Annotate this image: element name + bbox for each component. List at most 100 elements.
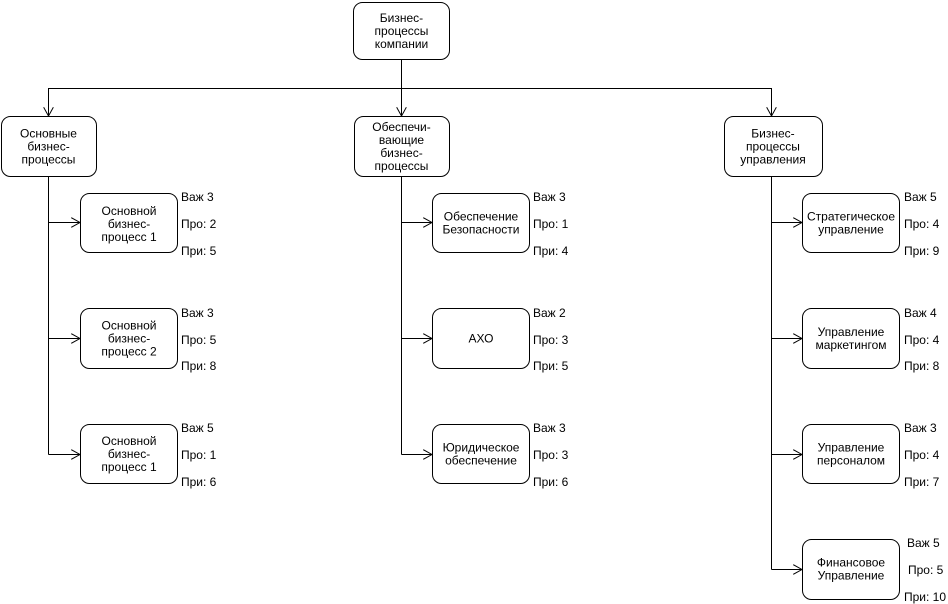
problem-label: Про: 3 [533, 448, 569, 462]
priority-label: При: 4 [533, 244, 569, 258]
importance-label: Важ 4 [904, 306, 937, 320]
importance-label: Важ 3 [181, 190, 214, 204]
node-label-line: бизнес- [108, 447, 150, 461]
group-1-connectors [48, 177, 81, 455]
priority-label: При: 10 [904, 590, 946, 604]
importance-label: Важ 3 [904, 421, 937, 435]
priority-label: При: 8 [181, 359, 217, 373]
node-label-line: Управление [818, 325, 885, 339]
priority-label: При: 8 [904, 359, 940, 373]
node-label-line: Управление [818, 441, 885, 455]
node-label-line: бизнес- [108, 332, 150, 346]
process-node[interactable]: АХО [432, 308, 530, 369]
node-label-line: управления [740, 153, 805, 167]
importance-label: Важ 5 [181, 421, 214, 435]
node-label-line: Обеспечи- [372, 120, 430, 134]
importance-label: Важ 3 [181, 306, 214, 320]
group-2-connectors [401, 177, 433, 455]
node-label-line: Основной [101, 434, 156, 448]
node-label-line: бизнес- [27, 140, 69, 154]
importance-label: Важ 5 [904, 190, 937, 204]
problem-label: Про: 3 [533, 333, 569, 347]
node-label-line: вающие [379, 133, 424, 147]
node-label-line: Финансовое [817, 556, 885, 570]
priority-label: При: 6 [533, 475, 569, 489]
node-label-line: процесс 2 [101, 345, 157, 359]
group-3-connectors [771, 177, 803, 570]
node-label-line: управление [818, 223, 884, 237]
node-label-line: Управление [818, 569, 885, 583]
node-label-line: бизнес- [380, 146, 422, 160]
node-label-line: компании [375, 37, 429, 51]
node-label-line: Безопасности [443, 223, 520, 237]
node-label-line: процессы [375, 159, 429, 173]
node-label-line: Юридическое [443, 441, 520, 455]
node-label-line: процесс 1 [101, 460, 157, 474]
problem-label: Про: 1 [181, 448, 217, 462]
node-label-line: процесс 1 [101, 230, 157, 244]
problem-label: Про: 4 [904, 217, 940, 231]
node-label-line: Основные [20, 127, 77, 141]
problem-label: Про: 2 [181, 217, 217, 231]
node-label-line: Обеспечение [444, 210, 519, 224]
problem-label: Про: 4 [904, 448, 940, 462]
priority-label: При: 6 [181, 475, 217, 489]
priority-label: При: 9 [904, 244, 940, 258]
node-label-line: персоналом [817, 454, 885, 468]
node-label-line: Бизнес- [751, 127, 794, 141]
node-label-line: маркетингом [815, 338, 886, 352]
importance-label: Важ 3 [533, 421, 566, 435]
problem-label: Про: 1 [533, 217, 569, 231]
priority-label: При: 5 [533, 359, 569, 373]
priority-label: При: 7 [904, 475, 940, 489]
node-label-line: бизнес- [108, 217, 150, 231]
problem-label: Про: 5 [908, 563, 944, 577]
importance-label: Важ 2 [533, 306, 566, 320]
node-label-line: Основной [101, 319, 156, 333]
root-connectors [49, 60, 772, 116]
node-label-line: процессы [375, 24, 429, 38]
node-label-line: процессы [22, 153, 76, 167]
node-label-line: Бизнес- [380, 11, 423, 25]
metrics-group-1: Важ 3 Про: 2 При: 5 Важ 3 Про: 5 При: 8 … [181, 190, 217, 489]
importance-label: Важ 3 [533, 190, 566, 204]
metrics-group-2: Важ 3 Про: 1 При: 4 Важ 2 Про: 3 При: 5 … [533, 190, 569, 489]
problem-label: Про: 5 [181, 333, 217, 347]
node-label-line: процессы [746, 140, 800, 154]
node-label-line: Стратегическое [807, 210, 895, 224]
priority-label: При: 5 [181, 244, 217, 258]
importance-label: Важ 5 [907, 536, 940, 550]
node-label-line: АХО [469, 332, 494, 346]
node-label: АХО [469, 332, 494, 346]
node-label-line: обеспечение [445, 454, 517, 468]
metrics-group-3: Важ 5 Про: 4 При: 9 Важ 4 Про: 4 При: 8 … [904, 190, 946, 604]
node-label-line: Основной [101, 204, 156, 218]
problem-label: Про: 4 [904, 333, 940, 347]
